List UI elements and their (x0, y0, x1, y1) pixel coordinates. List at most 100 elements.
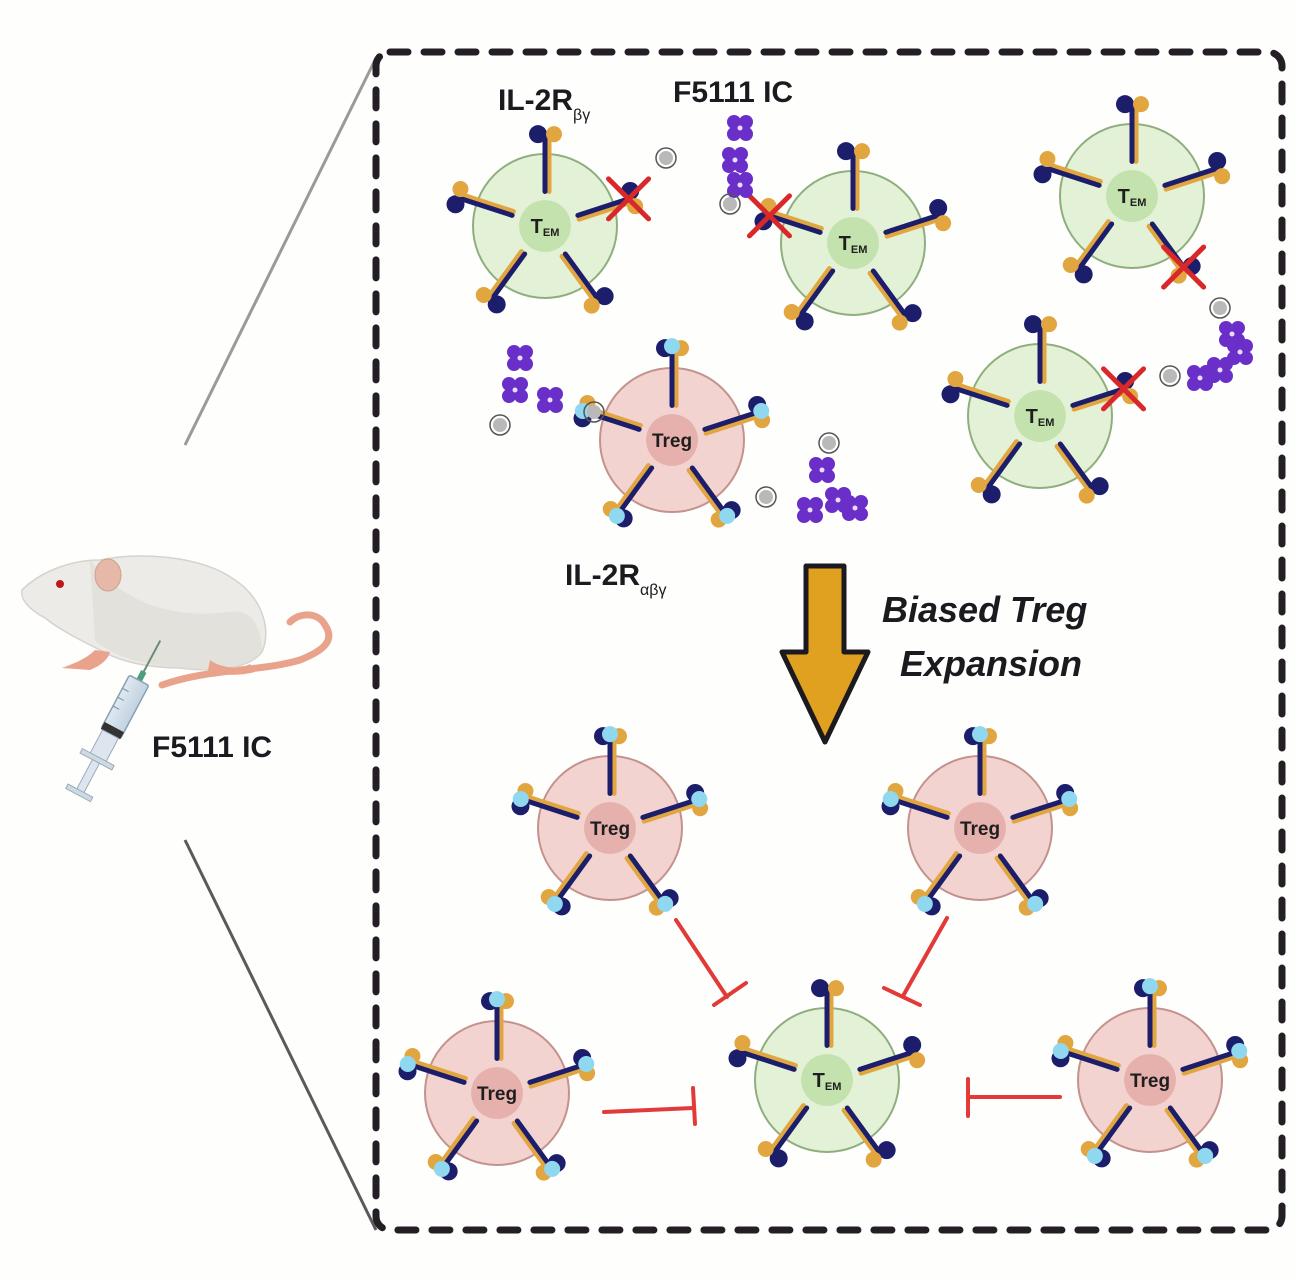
il2r-beta-gamma-receptor (841, 1105, 896, 1168)
f5111-il2-complex (655, 115, 753, 215)
il2r-alpha-beta-gamma-receptor (640, 783, 709, 824)
inhibit-line-top-left (674, 918, 748, 1007)
injection-label: F5111 IC (152, 731, 272, 764)
cell-label: TEM (1026, 406, 1055, 429)
cell-nucleus (584, 802, 636, 854)
il2r-beta-gamma-receptor (837, 142, 870, 211)
il2r-beta-gamma-receptor (1162, 151, 1231, 192)
cell-label: TEM (813, 1070, 842, 1093)
il2r-alpha-beta-gamma-receptor (910, 851, 963, 916)
cell-nucleus (471, 1067, 523, 1119)
il2r-beta-gamma-receptor (941, 371, 1011, 408)
cell-nucleus (519, 200, 571, 252)
cell-label: Treg (590, 819, 630, 840)
f5111-il2-complex (489, 345, 605, 436)
il2r-beta-gamma-receptor (783, 266, 836, 331)
il2r-beta-gamma-receptor (1033, 151, 1103, 188)
il2r-alpha-beta-gamma-receptor (481, 991, 514, 1061)
inhibit-line-left (602, 1086, 697, 1126)
il2r-beta-gamma-receptor (867, 268, 922, 331)
cell-nucleus (827, 217, 879, 269)
mouse-hind-leg (208, 660, 255, 675)
il2r-alpha-beta-gamma-receptor (994, 853, 1049, 916)
il2r-alpha-beta-gamma-receptor (656, 338, 689, 408)
cell-nucleus (801, 1054, 853, 1106)
il2r-beta-gamma-receptor (529, 125, 562, 194)
il2r-alpha-beta-gamma-receptor (702, 395, 771, 436)
il2r-beta-gamma-receptor (811, 979, 844, 1048)
cell-label: TEM (1118, 186, 1147, 209)
syringe-icon (65, 640, 162, 803)
tem-cell: TEM (746, 142, 952, 331)
antibody-complex-layer (489, 115, 1253, 523)
il2r-beta-gamma-receptor (559, 251, 614, 314)
treg-cell: Treg (881, 726, 1079, 916)
tem-cell: TEM (1033, 95, 1231, 290)
il2r-alpha-beta-gamma-receptor (881, 783, 951, 820)
il2r-beta-gamma-receptor (1054, 441, 1109, 504)
il2r-beta-gamma-receptor (1024, 315, 1057, 384)
inhibition-symbols (602, 916, 1062, 1126)
il2r-alpha-beta-gamma-receptor (1134, 978, 1167, 1048)
il2r-alpha-beta-gamma-receptor (1180, 1035, 1249, 1076)
il2r-beta-gamma-receptor (1116, 95, 1149, 164)
treg-cell: Treg (573, 338, 771, 528)
f5111-il2-complex (1159, 297, 1253, 391)
blocked-x-icon (1161, 244, 1207, 290)
il2r-beta-gamma-receptor (728, 1035, 798, 1072)
il2r-beta-gamma-receptor (446, 181, 516, 218)
il2r-alpha-beta-gamma-receptor (1010, 783, 1079, 824)
il2r-alpha-beta-gamma-receptor (1080, 1103, 1133, 1168)
tem-cell: TEM (446, 125, 652, 314)
zoom-panel-border (372, 48, 1286, 1234)
il2r-alpha-beta-gamma-receptor (686, 465, 741, 528)
cell-label: TEM (839, 233, 868, 256)
treg-cell: Treg (511, 726, 709, 916)
il2r-alpha-beta-gamma-receptor (398, 1048, 468, 1085)
il2r-alpha-beta-gamma-receptor (624, 853, 679, 916)
mouse-eye (56, 580, 64, 588)
label-f5111-ic: F5111 IC (673, 76, 793, 109)
il2r-beta-gamma-receptor (475, 249, 528, 314)
il2r-alpha-beta-gamma-receptor (540, 851, 593, 916)
il2r-beta-gamma-receptor (1062, 219, 1115, 284)
cell-label: Treg (652, 431, 692, 452)
blocked-x-icon (746, 193, 792, 239)
tem-cell: TEM (728, 979, 926, 1168)
il2r-alpha-beta-gamma-receptor (964, 726, 997, 796)
il2r-alpha-beta-gamma-receptor (511, 783, 581, 820)
transition-label-line1: Biased Treg (882, 589, 1087, 630)
il2r-beta-gamma-receptor (857, 1035, 926, 1076)
il2r-beta-gamma-receptor (970, 439, 1023, 504)
tem-cell: TEM (941, 315, 1147, 504)
cell-nucleus (646, 414, 698, 466)
cell-nucleus (1106, 170, 1158, 222)
il2r-alpha-beta-gamma-receptor (427, 1116, 480, 1181)
il2r-beta-gamma-receptor (757, 1103, 810, 1168)
mouse-front-leg (62, 650, 110, 670)
il2r-alpha-beta-gamma-receptor (1051, 1035, 1121, 1072)
treg-cell: Treg (1051, 978, 1249, 1168)
blocked-x-icon (606, 176, 652, 222)
il2r-alpha-beta-gamma-receptor (527, 1048, 596, 1089)
label-il2r-beta-gamma: IL-2Rβγ (498, 84, 590, 124)
cell-label: Treg (960, 819, 1000, 840)
biased-expansion-arrow (779, 563, 871, 745)
inhibit-line-right (966, 1077, 1062, 1118)
cell-nucleus (1124, 1054, 1176, 1106)
cell-nucleus (954, 802, 1006, 854)
il2r-beta-gamma-receptor (883, 198, 952, 239)
cell-label: Treg (1130, 1071, 1170, 1092)
cell-nucleus (1014, 390, 1066, 442)
treg-cell: Treg (398, 991, 596, 1181)
f5111-il2-complex (755, 432, 868, 523)
il2r-alpha-beta-gamma-receptor (511, 1118, 566, 1181)
il2r-alpha-beta-gamma-receptor (1164, 1105, 1219, 1168)
label-il2r-alpha-beta-gamma: IL-2Rαβγ (565, 559, 666, 599)
transition-label-line2: Expansion (900, 643, 1082, 684)
cell-label: Treg (477, 1084, 517, 1105)
cell-label: TEM (531, 216, 560, 239)
inhibit-line-top-right (882, 916, 949, 1007)
